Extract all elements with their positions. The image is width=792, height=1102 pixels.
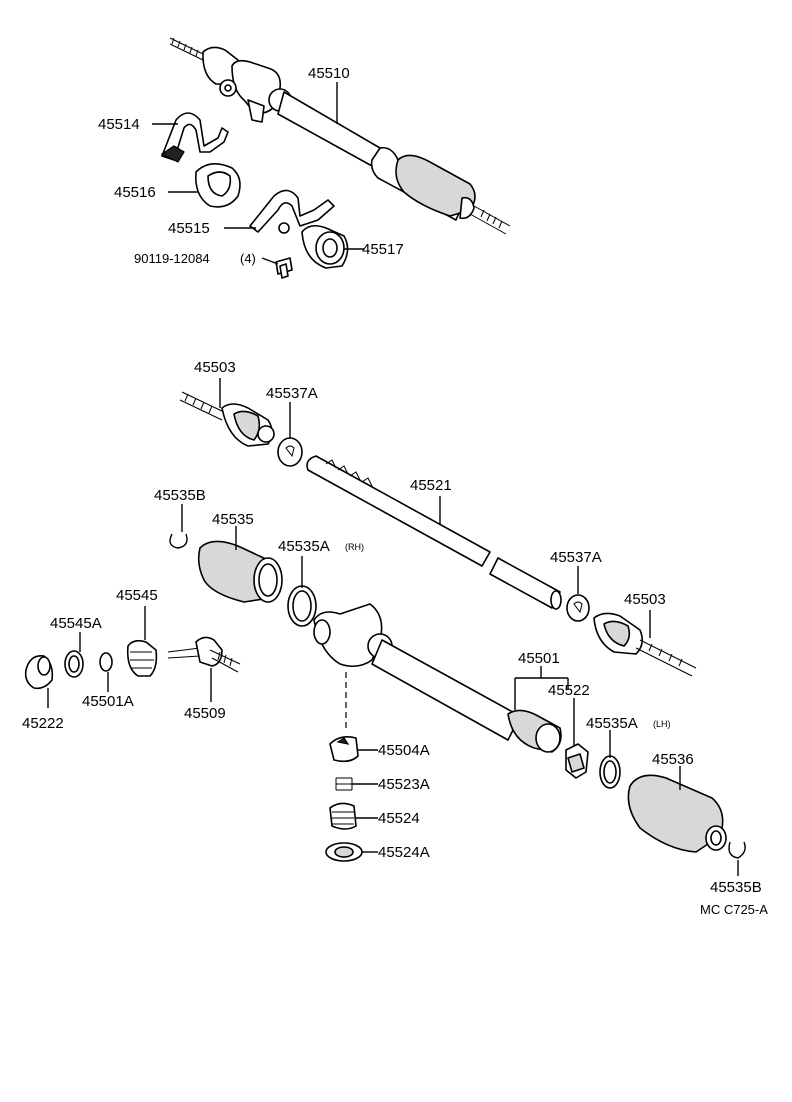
label-45515: 45515: [168, 220, 210, 237]
part-45501-gear-housing: [313, 603, 562, 753]
part-45503-tie-rod-end-right: [593, 612, 697, 677]
part-45524a-locknut: [325, 842, 363, 862]
label-45509: 45509: [184, 705, 226, 722]
part-45503-tie-rod-end-left: [179, 391, 275, 447]
leader-90119: [261, 257, 279, 265]
part-45545a-nut: [64, 650, 84, 678]
part-45521-rack-bar: [306, 455, 562, 610]
label-90119-qty: (4): [240, 251, 256, 266]
part-45516-bushing: [194, 163, 241, 208]
part-45537a-washer-left: [277, 437, 303, 467]
label-45545a: 45545A: [50, 615, 102, 632]
reference-code: MC C725-A: [700, 902, 768, 917]
part-45515-bracket: [249, 189, 335, 234]
part-45537a-washer-right: [566, 594, 590, 622]
label-45501: 45501: [518, 650, 560, 667]
label-45510: 45510: [308, 65, 350, 82]
part-45504a-guide: [329, 736, 359, 763]
label-45535a-rh: 45535A: [278, 538, 330, 555]
label-45535b-top: 45535B: [154, 487, 206, 504]
part-45524-plug: [329, 802, 357, 830]
part-45501a-ring: [99, 652, 113, 672]
part-90119-bolt: [275, 257, 293, 279]
label-45535a-rh-sub: (RH): [345, 542, 364, 552]
label-45536: 45536: [652, 751, 694, 768]
label-45535b-bottom: 45535B: [710, 879, 762, 896]
label-45522: 45522: [548, 682, 590, 699]
label-45535: 45535: [212, 511, 254, 528]
label-45545: 45545: [116, 587, 158, 604]
label-45524a: 45524A: [378, 844, 430, 861]
label-45524: 45524: [378, 810, 420, 827]
label-45523a: 45523A: [378, 776, 430, 793]
label-45537a-right: 45537A: [550, 549, 602, 566]
label-45504a: 45504A: [378, 742, 430, 759]
part-45517-bushing: [301, 224, 349, 269]
part-45514-bracket: [160, 112, 229, 163]
part-45535-boot: [197, 540, 283, 603]
part-45535a-clamp-rh: [287, 585, 317, 627]
part-45535b-clip-top: [169, 533, 188, 549]
label-45503-top: 45503: [194, 359, 236, 376]
part-45522-bushing: [565, 743, 589, 779]
rack-housing-assembly: [169, 37, 511, 235]
part-45509-pinion: [167, 636, 241, 673]
label-90119: 90119-12084: [134, 251, 210, 266]
label-45516: 45516: [114, 184, 156, 201]
part-45523a-spring: [335, 777, 353, 791]
part-45545-bearing: [126, 639, 158, 677]
part-45536-boot: [627, 774, 727, 853]
label-45514: 45514: [98, 116, 140, 133]
part-45222-cap: [24, 654, 54, 690]
label-45535a-lh-sub: (LH): [653, 719, 671, 729]
part-45535a-clamp-lh: [599, 755, 621, 789]
label-45537a-top: 45537A: [266, 385, 318, 402]
part-45535b-clip-bottom: [728, 841, 746, 859]
label-45222: 45222: [22, 715, 64, 732]
label-45521: 45521: [410, 477, 452, 494]
label-45535a-lh: 45535A: [586, 715, 638, 732]
label-45503-right: 45503: [624, 591, 666, 608]
label-45517: 45517: [362, 241, 404, 258]
label-45501a: 45501A: [82, 693, 134, 710]
